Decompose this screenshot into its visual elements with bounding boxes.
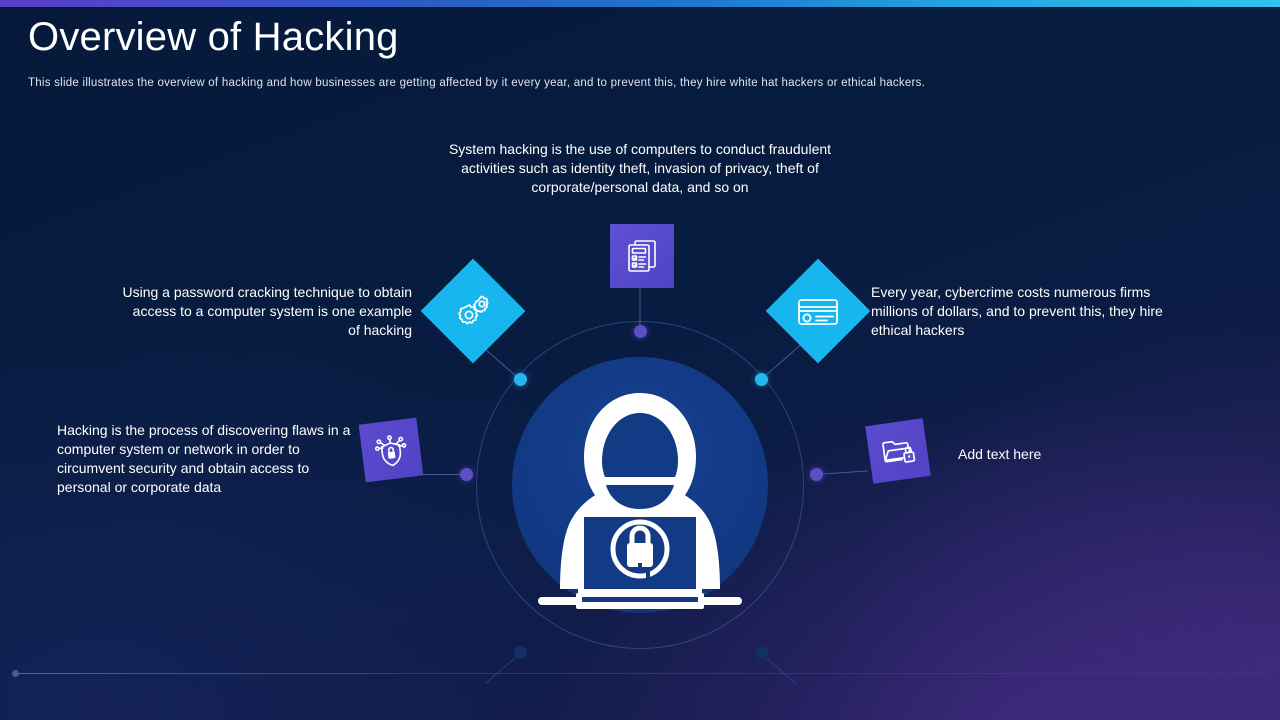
- icon-tile-password-cracking[interactable]: [420, 258, 526, 364]
- icon-tile-system-hacking[interactable]: [610, 224, 674, 288]
- node-upper-left[interactable]: [514, 373, 527, 386]
- icon-tile-placeholder[interactable]: [865, 418, 931, 484]
- bottom-decorative-rule: [16, 673, 1268, 674]
- connector-line-placeholder: [815, 470, 868, 475]
- callout-text-placeholder: Add text here: [958, 446, 1042, 462]
- tile-shape-square: [358, 417, 424, 483]
- bottom-rule-dot: [12, 670, 19, 677]
- tile-shape-diamond: [765, 258, 871, 364]
- callout-text-hacking-definition: Hacking is the process of discovering fl…: [57, 422, 351, 495]
- node-lower-left[interactable]: [514, 646, 527, 659]
- tile-shape-diamond: [420, 258, 526, 364]
- node-mid-right[interactable]: [810, 468, 823, 481]
- gears-icon: [458, 295, 489, 325]
- top-accent-bar: [0, 0, 1280, 7]
- central-hub: [460, 321, 823, 675]
- shield-lock-network-icon: [374, 435, 407, 467]
- hub-outer-ring: [476, 321, 804, 649]
- node-mid-left[interactable]: [460, 468, 473, 481]
- icon-tile-hacking-definition[interactable]: [358, 417, 424, 483]
- credit-card-icon: [798, 299, 838, 325]
- callout-text-password-cracking: Using a password cracking technique to o…: [122, 284, 412, 338]
- page-title: Overview of Hacking: [28, 15, 399, 59]
- node-top[interactable]: [634, 325, 647, 338]
- connector-line-hacking-definition: [416, 474, 466, 475]
- callout-text-system-hacking: System hacking is the use of computers t…: [448, 141, 832, 195]
- folder-lock-icon: [882, 440, 916, 463]
- icon-tile-cybercrime[interactable]: [765, 258, 871, 364]
- page-subtitle: This slide illustrates the overview of h…: [28, 77, 926, 89]
- callout-text-cybercrime: Every year, cybercrime costs numerous fi…: [871, 284, 1163, 338]
- node-upper-right[interactable]: [755, 373, 768, 386]
- node-lower-right[interactable]: [755, 646, 768, 659]
- checklist-document-icon: [628, 240, 656, 272]
- hooded-hacker-icon: [538, 393, 742, 609]
- tile-shape-square: [610, 224, 674, 288]
- tile-shape-square: [865, 418, 931, 484]
